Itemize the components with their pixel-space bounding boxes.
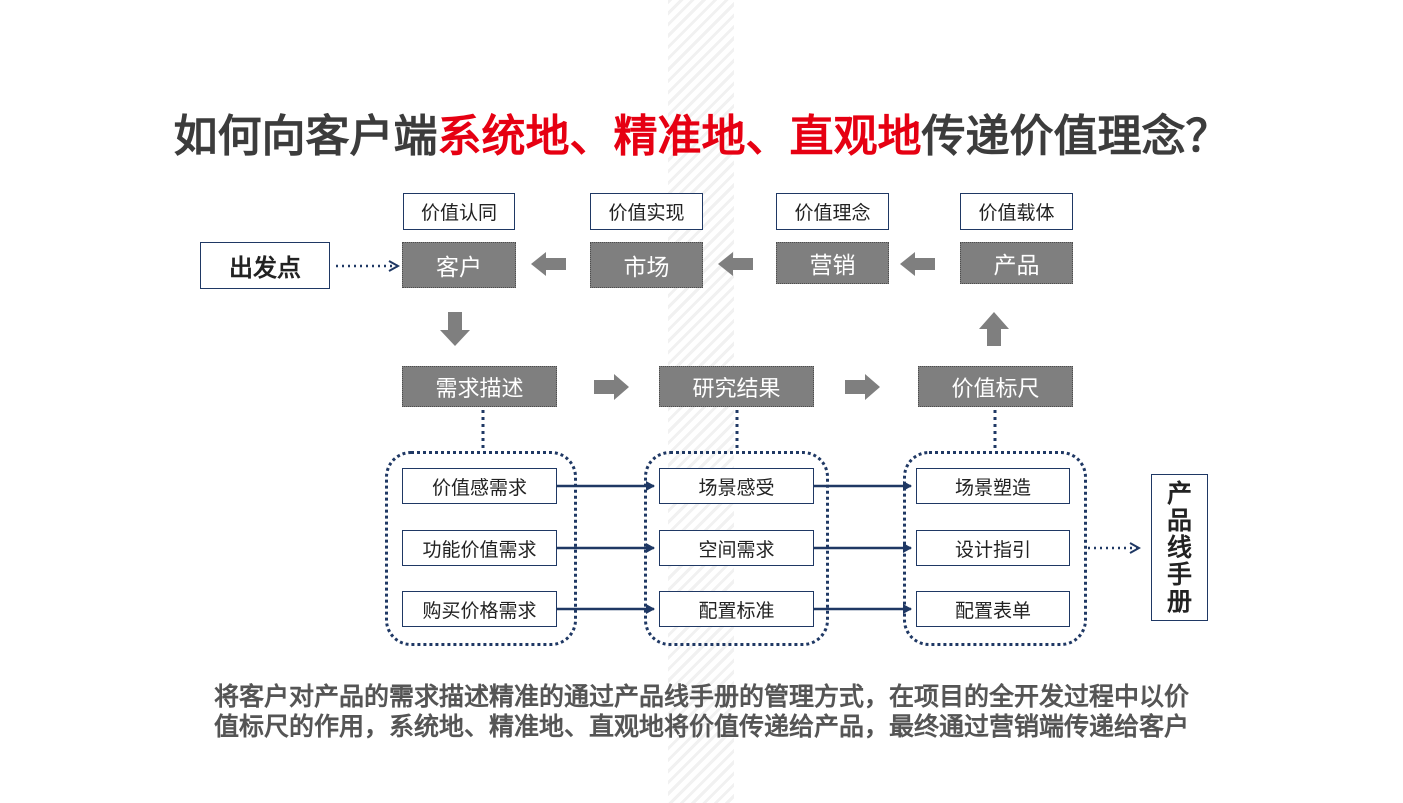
description: 将客户对产品的需求描述精准的通过产品线手册的管理方式，在项目的全开发过程中以价 … xyxy=(0,682,1403,742)
group-item: 设计指引 xyxy=(916,530,1070,566)
group-item: 场景塑造 xyxy=(916,468,1070,504)
arrow-left-2 xyxy=(718,252,753,276)
group-item: 功能价值需求 xyxy=(402,530,557,566)
description-line-1: 将客户对产品的需求描述精准的通过产品线手册的管理方式，在项目的全开发过程中以价 xyxy=(213,682,1189,711)
mid-box-requirements: 需求描述 xyxy=(402,366,557,407)
top-box-marketing: 营销 xyxy=(776,242,889,284)
arrow-left-3 xyxy=(900,252,935,276)
manual-char: 册 xyxy=(1166,587,1192,616)
title-red-2: 精准地 xyxy=(613,111,746,162)
top-label-4: 价值载体 xyxy=(960,193,1073,230)
manual-char: 手 xyxy=(1166,560,1192,589)
group-research xyxy=(644,451,829,646)
top-label-2: 价值实现 xyxy=(590,193,703,230)
top-box-customer: 客户 xyxy=(402,242,516,288)
group-item: 空间需求 xyxy=(659,530,814,566)
description-line-2: 值标尺的作用，系统地、精准地、直观地将价值传递给产品，最终通过营销端传递给客户 xyxy=(213,712,1189,741)
group-item: 场景感受 xyxy=(659,468,814,504)
title-sep-1: 、 xyxy=(569,111,614,162)
manual-char: 线 xyxy=(1166,533,1192,562)
title-red-1: 系统地 xyxy=(437,111,570,162)
top-label-3: 价值理念 xyxy=(776,193,889,230)
title-part-2: 传递价值理念？ xyxy=(921,111,1230,162)
group-item: 价值感需求 xyxy=(402,468,557,504)
start-point-box: 出发点 xyxy=(200,242,330,289)
page-title: 如何向客户端系统地、精准地、直观地传递价值理念？ xyxy=(0,100,1403,164)
group-item: 配置标准 xyxy=(659,591,814,627)
arrow-left-1 xyxy=(531,252,566,276)
arrow-right-1 xyxy=(594,374,629,400)
arrow-up xyxy=(979,312,1009,346)
manual-char: 产 xyxy=(1166,479,1192,508)
group-requirements xyxy=(385,451,577,646)
title-red-3: 直观地 xyxy=(789,111,922,162)
manual-char: 品 xyxy=(1166,506,1192,535)
top-box-market: 市场 xyxy=(590,242,703,288)
mid-box-value-scale: 价值标尺 xyxy=(918,366,1073,407)
arrow-down xyxy=(440,312,470,346)
title-sep-2: 、 xyxy=(745,111,790,162)
title-part-1: 如何向客户端 xyxy=(173,111,438,162)
top-box-product: 产品 xyxy=(960,242,1073,284)
group-item: 配置表单 xyxy=(916,591,1070,627)
group-item: 购买价格需求 xyxy=(402,591,557,627)
group-value-scale xyxy=(903,451,1087,646)
product-line-manual-box: 产 品 线 手 册 xyxy=(1151,474,1208,621)
top-label-1: 价值认同 xyxy=(403,193,515,230)
mid-box-research: 研究结果 xyxy=(659,366,814,407)
arrow-right-2 xyxy=(845,374,880,400)
